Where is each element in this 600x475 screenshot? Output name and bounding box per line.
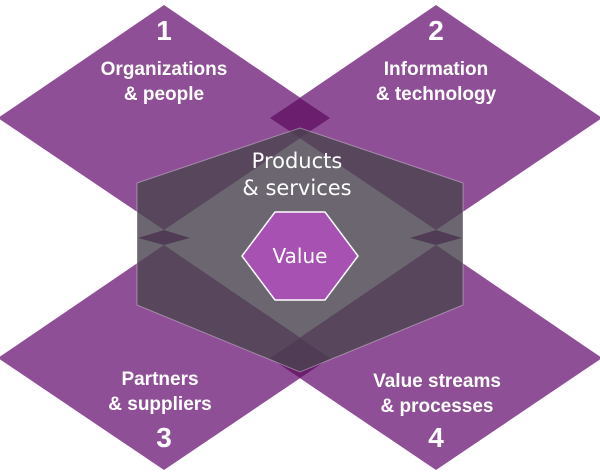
dimension-diamond-2 — [270, 5, 600, 230]
dimension-2-subtitle: & technology — [376, 84, 497, 105]
dimension-1-title: Organizations — [101, 59, 228, 80]
products-services-subtitle: & services — [242, 176, 351, 200]
overlap-top — [270, 98, 330, 138]
dimension-diamonds — [0, 5, 600, 470]
products-services-title: Products — [252, 149, 343, 173]
dimension-4-number: 4 — [428, 422, 444, 453]
dimension-4-subtitle: & processes — [380, 396, 493, 417]
value-label: Value — [273, 244, 328, 268]
dimension-3-title: Partners — [121, 369, 198, 390]
dimension-2-title: Information — [384, 59, 489, 80]
dimension-diamond-3 — [0, 245, 330, 470]
dimension-1-subtitle: & people — [124, 84, 204, 105]
dimension-diamond-1 — [0, 5, 330, 230]
dimension-3-subtitle: & suppliers — [108, 394, 211, 415]
dimension-4-title: Value streams — [373, 371, 501, 392]
value-hexagon — [241, 211, 359, 301]
dimension-1-number: 1 — [156, 15, 172, 46]
dimension-3-number: 3 — [156, 422, 172, 453]
dimension-diamond-4 — [270, 245, 600, 470]
dimension-2-number: 2 — [428, 15, 444, 46]
